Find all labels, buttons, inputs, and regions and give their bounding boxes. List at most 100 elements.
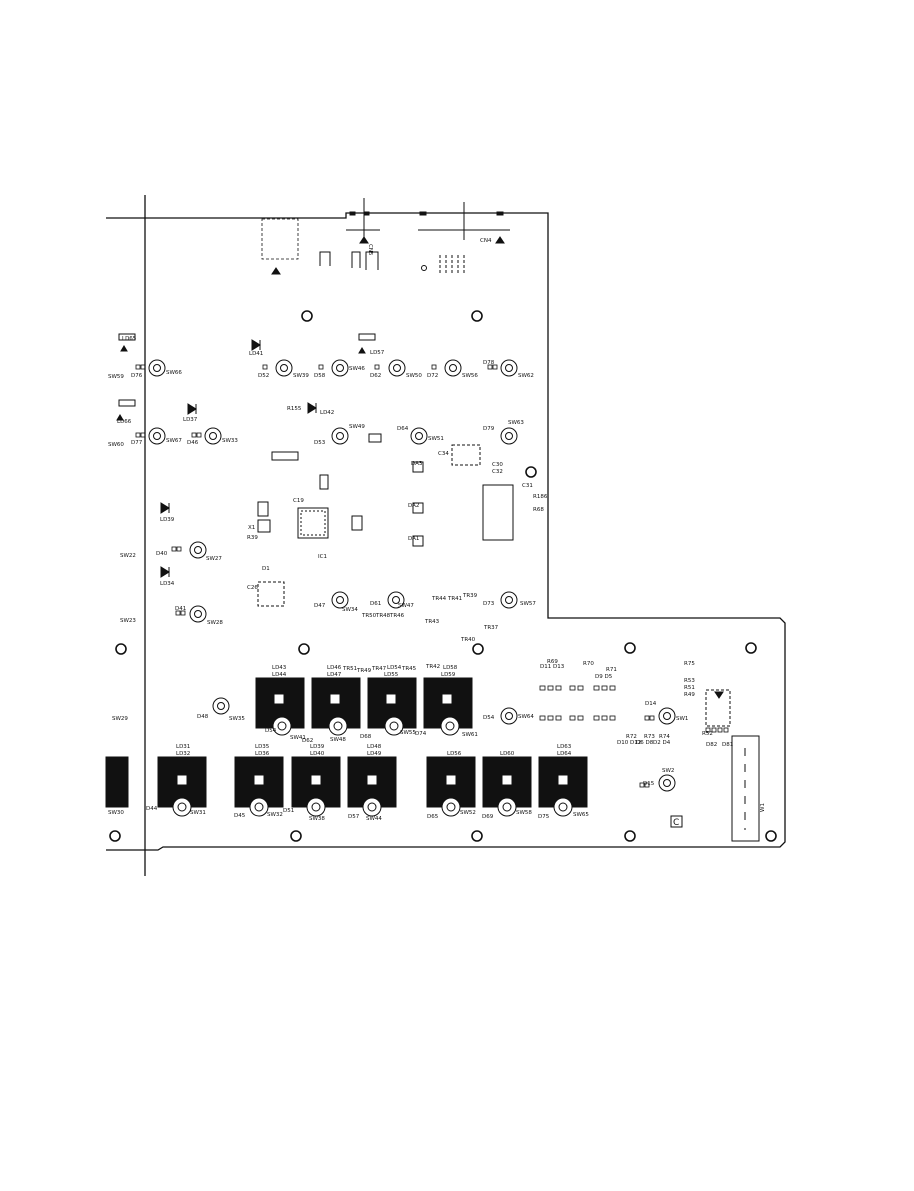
lcd-label: SW44: [366, 816, 382, 822]
label: W1: [760, 803, 766, 812]
label: D48: [197, 714, 209, 720]
label: D40: [156, 551, 168, 557]
label: C19: [293, 498, 304, 504]
label: D2 D4: [653, 740, 671, 746]
label: D46: [187, 440, 199, 446]
lcd-keys-row-1: [255, 677, 473, 736]
label: SW28: [207, 620, 223, 626]
lcd-label: LD46: [327, 665, 342, 671]
lcd-label: LD44: [272, 672, 287, 678]
label: D81: [722, 742, 733, 748]
label: R69: [547, 659, 558, 665]
label: TR50: [361, 613, 377, 619]
label: SW64: [518, 714, 534, 720]
label: R71: [606, 667, 617, 673]
label: SW33: [222, 438, 238, 444]
label: D6 D8: [636, 740, 654, 746]
label: R74: [659, 734, 670, 740]
lcd-label: LD49: [367, 751, 382, 757]
ic-area: [257, 433, 514, 607]
label: DA3: [411, 461, 423, 467]
label: D77: [131, 440, 143, 446]
label: SW35: [229, 716, 245, 722]
lcd-label: LD58: [443, 665, 458, 671]
label: TR40: [460, 637, 476, 643]
mounting-holes: [109, 310, 777, 842]
label: D54: [483, 715, 495, 721]
lcd-label: LD60: [500, 751, 515, 757]
led-symbols: [116, 333, 376, 578]
label: R75: [684, 661, 695, 667]
label: D14: [645, 701, 657, 707]
label: D72: [427, 373, 438, 379]
lcd-label: SW32: [267, 812, 283, 818]
label: C34: [438, 451, 449, 457]
label: R39: [247, 535, 258, 541]
label: TR45: [401, 666, 417, 672]
lcd-label: SW55: [400, 730, 416, 736]
label: LD41: [249, 351, 263, 357]
lcd-label: D51: [283, 808, 294, 814]
label: SW62: [518, 373, 534, 379]
label: C30: [492, 462, 503, 468]
label: D78: [483, 360, 495, 366]
label: D62: [370, 373, 381, 379]
label: SW66: [166, 370, 182, 376]
lcd-label: D74: [415, 731, 427, 737]
label: C31: [522, 483, 533, 489]
label: SW51: [428, 436, 444, 442]
label: D64: [397, 426, 409, 432]
lcd-label: D62: [302, 738, 313, 744]
board-outline: [106, 195, 786, 876]
label: R53: [684, 678, 695, 684]
lcd-label: LD31: [176, 744, 190, 750]
label: SW56: [462, 373, 478, 379]
label: SW63: [508, 420, 524, 426]
lcd-label: LD63: [557, 744, 572, 750]
lcd-keys-row-2: [105, 756, 588, 817]
label: R73: [644, 734, 655, 740]
lcd-label: LD43: [272, 665, 287, 671]
label: D9 D5: [595, 674, 613, 680]
component-labels: LD65 LD66 LD41 LD57 LD37 LD42 LD39 LD34 …: [108, 336, 766, 822]
lcd-label: LD56: [447, 751, 462, 757]
label: R51: [684, 685, 695, 691]
label: LD42: [320, 410, 334, 416]
top-connectors: [261, 198, 510, 275]
label: R68: [533, 507, 544, 513]
label: SW50: [406, 373, 422, 379]
label: SW57: [520, 601, 536, 607]
cn4-label: CN4: [480, 238, 492, 244]
label: R155: [287, 406, 302, 412]
label: DA2: [408, 503, 419, 509]
label: SW47: [398, 603, 414, 609]
label: D79: [483, 426, 495, 432]
solder-pads: [135, 364, 729, 788]
label: LD66: [117, 419, 132, 425]
lcd-label: LD64: [557, 751, 572, 757]
label: X1: [248, 525, 255, 531]
label: SW22: [120, 553, 136, 559]
lcd-label: SW31: [190, 810, 206, 816]
lcd-label: SW48: [330, 737, 346, 743]
label: D58: [314, 373, 326, 379]
label: LD65: [122, 336, 137, 342]
label: R72: [626, 734, 637, 740]
label: D61: [370, 601, 381, 607]
label: LD37: [183, 417, 198, 423]
lcd-label: D69: [482, 814, 494, 820]
lcd-label: LD54: [387, 665, 402, 671]
label: SW67: [166, 438, 182, 444]
label: SW60: [108, 442, 124, 448]
lcd-label: SW61: [462, 732, 478, 738]
label: LD39: [160, 517, 175, 523]
lcd-label: SW58: [516, 810, 532, 816]
label: D1: [262, 566, 270, 572]
lcd-label: LD47: [327, 672, 342, 678]
label: D41: [175, 606, 186, 612]
label: SW1: [676, 716, 688, 722]
label: R186: [533, 494, 548, 500]
label: TR42: [425, 664, 440, 670]
label: SW34: [342, 607, 358, 613]
board-letter: C: [673, 818, 679, 828]
